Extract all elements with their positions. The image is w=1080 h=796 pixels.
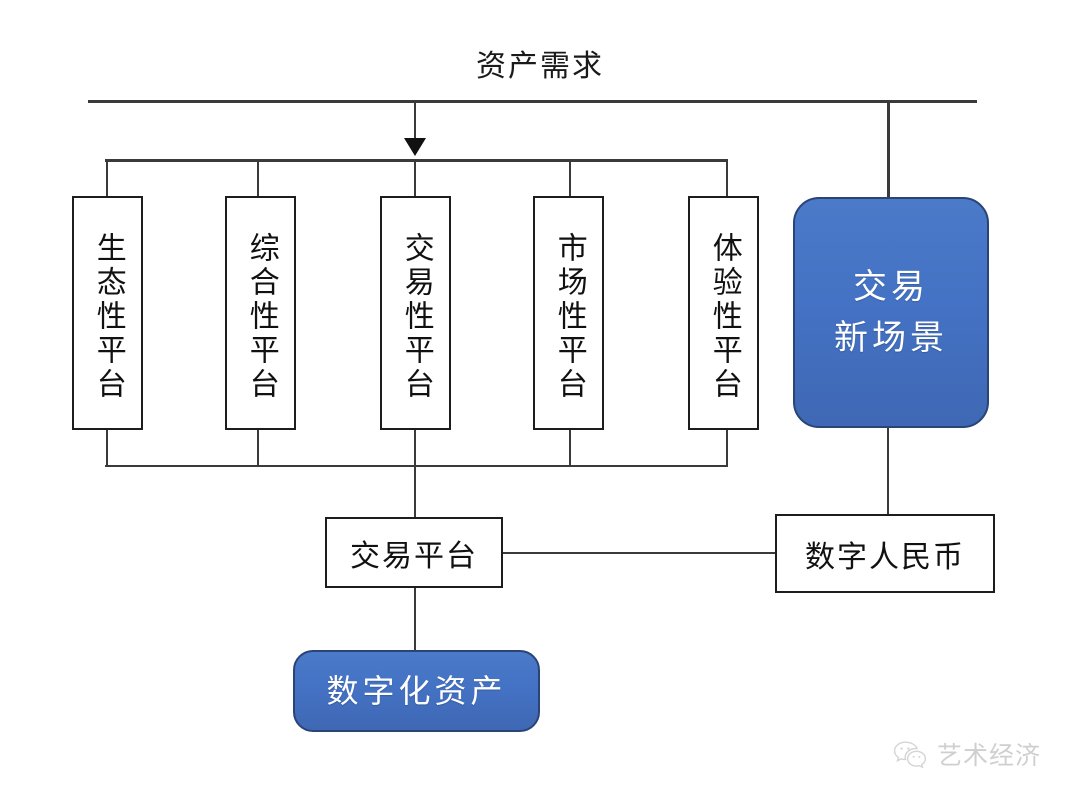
scenario-box-new-trading[interactable]: 交易 新场景 <box>793 197 989 428</box>
watermark: 艺术经济 <box>893 736 1041 772</box>
platform-box-ecological[interactable]: 生态性平台 <box>72 196 143 430</box>
platform-label: 综合性平台 <box>244 232 278 402</box>
trading-to-rmb-link <box>503 552 775 554</box>
branch-drop-1 <box>106 159 108 197</box>
branch-drop-5 <box>726 159 728 197</box>
digital-rmb-label: 数字人民币 <box>805 540 965 574</box>
riser-5 <box>726 430 728 465</box>
digital-rmb-top-connector <box>887 428 889 515</box>
trading-platform-box[interactable]: 交易平台 <box>325 517 503 588</box>
platform-label: 交易性平台 <box>399 232 433 402</box>
riser-3 <box>414 430 416 465</box>
scenario-top-connector <box>887 100 890 198</box>
platform-box-experiential[interactable]: 体验性平台 <box>688 196 759 430</box>
branch-drop-2 <box>257 159 259 197</box>
trading-platform-top-connector <box>414 465 416 518</box>
scenario-line-2: 新场景 <box>834 319 948 357</box>
platform-label: 体验性平台 <box>707 232 741 402</box>
demand-arrow-shaft <box>414 100 416 140</box>
riser-4 <box>569 430 571 465</box>
digital-rmb-box[interactable]: 数字人民币 <box>775 514 995 593</box>
riser-1 <box>106 430 108 465</box>
watermark-text: 艺术经济 <box>937 743 1042 770</box>
digital-asset-label: 数字化资产 <box>326 673 507 709</box>
platform-bus-line-bottom <box>105 465 728 467</box>
platform-box-comprehensive[interactable]: 综合性平台 <box>225 196 296 430</box>
branch-drop-4 <box>569 159 571 197</box>
trading-platform-label: 交易平台 <box>350 539 478 573</box>
riser-2 <box>257 430 259 465</box>
top-trunk-line <box>88 100 977 103</box>
diagram-title: 资产需求 <box>476 50 604 83</box>
scenario-line-1: 交易 <box>853 268 929 306</box>
platform-label: 生态性平台 <box>91 232 125 402</box>
demand-arrow-head <box>404 138 426 156</box>
digital-asset-connector <box>414 588 416 651</box>
wechat-icon <box>893 740 927 768</box>
digital-asset-box[interactable]: 数字化资产 <box>293 650 540 732</box>
platform-bus-line-top <box>105 159 728 162</box>
platform-box-transactional[interactable]: 交易性平台 <box>380 196 451 430</box>
platform-box-market[interactable]: 市场性平台 <box>533 196 604 430</box>
branch-drop-3 <box>414 159 416 197</box>
platform-label: 市场性平台 <box>552 232 586 402</box>
